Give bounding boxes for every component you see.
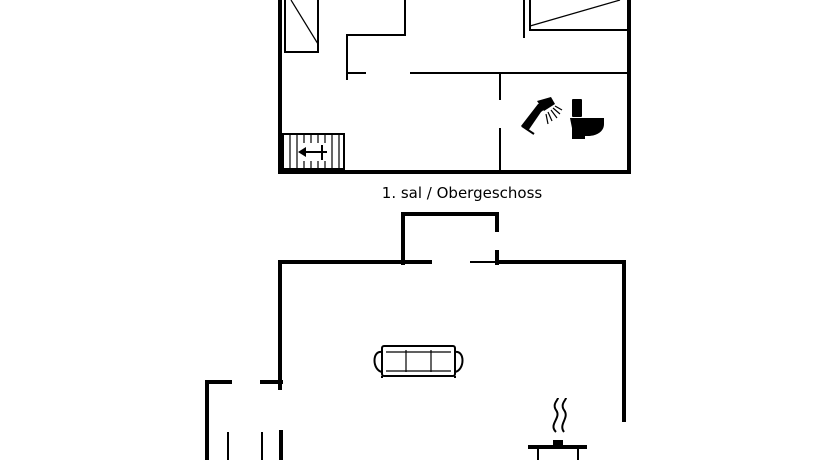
sofa-icon — [373, 345, 464, 378]
upper-floor-label: 1. sal / Obergeschoss — [382, 184, 543, 202]
bed-icon — [529, 0, 629, 31]
ground-top-wall-right — [495, 260, 626, 422]
ground-floor — [205, 212, 626, 460]
cooking-pot-icon — [528, 440, 587, 460]
toilet-icon — [570, 99, 604, 139]
shower-icon — [521, 97, 563, 135]
upper-hall-wall-left — [346, 0, 406, 80]
entry-vestibule-walls — [401, 212, 499, 265]
upper-outer-walls — [278, 0, 631, 174]
steam-icon — [552, 397, 567, 433]
upper-left-closet — [284, 0, 319, 53]
arrow-left-icon — [298, 145, 327, 160]
upper-floor — [278, 0, 631, 174]
upper-left-closet-diagonal — [290, 0, 319, 45]
ground-top-wall-left — [278, 260, 432, 390]
